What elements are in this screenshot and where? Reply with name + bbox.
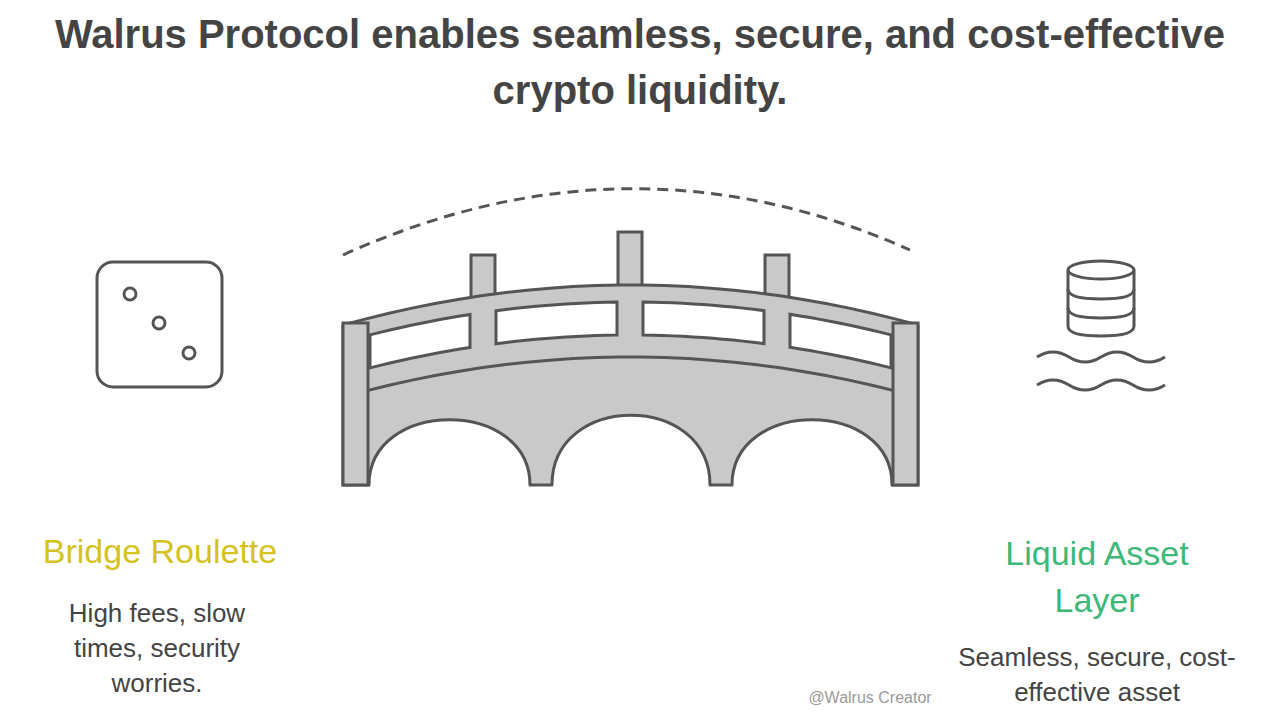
dice-icon	[97, 262, 222, 387]
watermark: @Walrus Creator	[790, 688, 950, 708]
heading-label: Liquid Asset Layer	[962, 530, 1232, 624]
bridge-illustration	[343, 232, 918, 485]
database-icon	[1068, 261, 1134, 336]
bridge-body	[343, 285, 918, 485]
railing-opening	[370, 314, 470, 367]
railing-opening	[496, 302, 617, 344]
bridge-end-pier	[893, 323, 918, 485]
body-label: Seamless, secure, cost-effective asset	[952, 640, 1242, 710]
heading-label: Bridge Roulette	[20, 530, 300, 572]
railing-opening	[643, 302, 764, 344]
title: Walrus Protocol enables seamless, secure…	[40, 6, 1240, 118]
bridge-end-pier	[343, 323, 368, 485]
railing-opening	[790, 314, 891, 368]
bridge-deck-line	[343, 357, 918, 397]
body-label: High fees, slow times, security worries.	[52, 596, 262, 701]
water-waves	[1037, 352, 1165, 390]
